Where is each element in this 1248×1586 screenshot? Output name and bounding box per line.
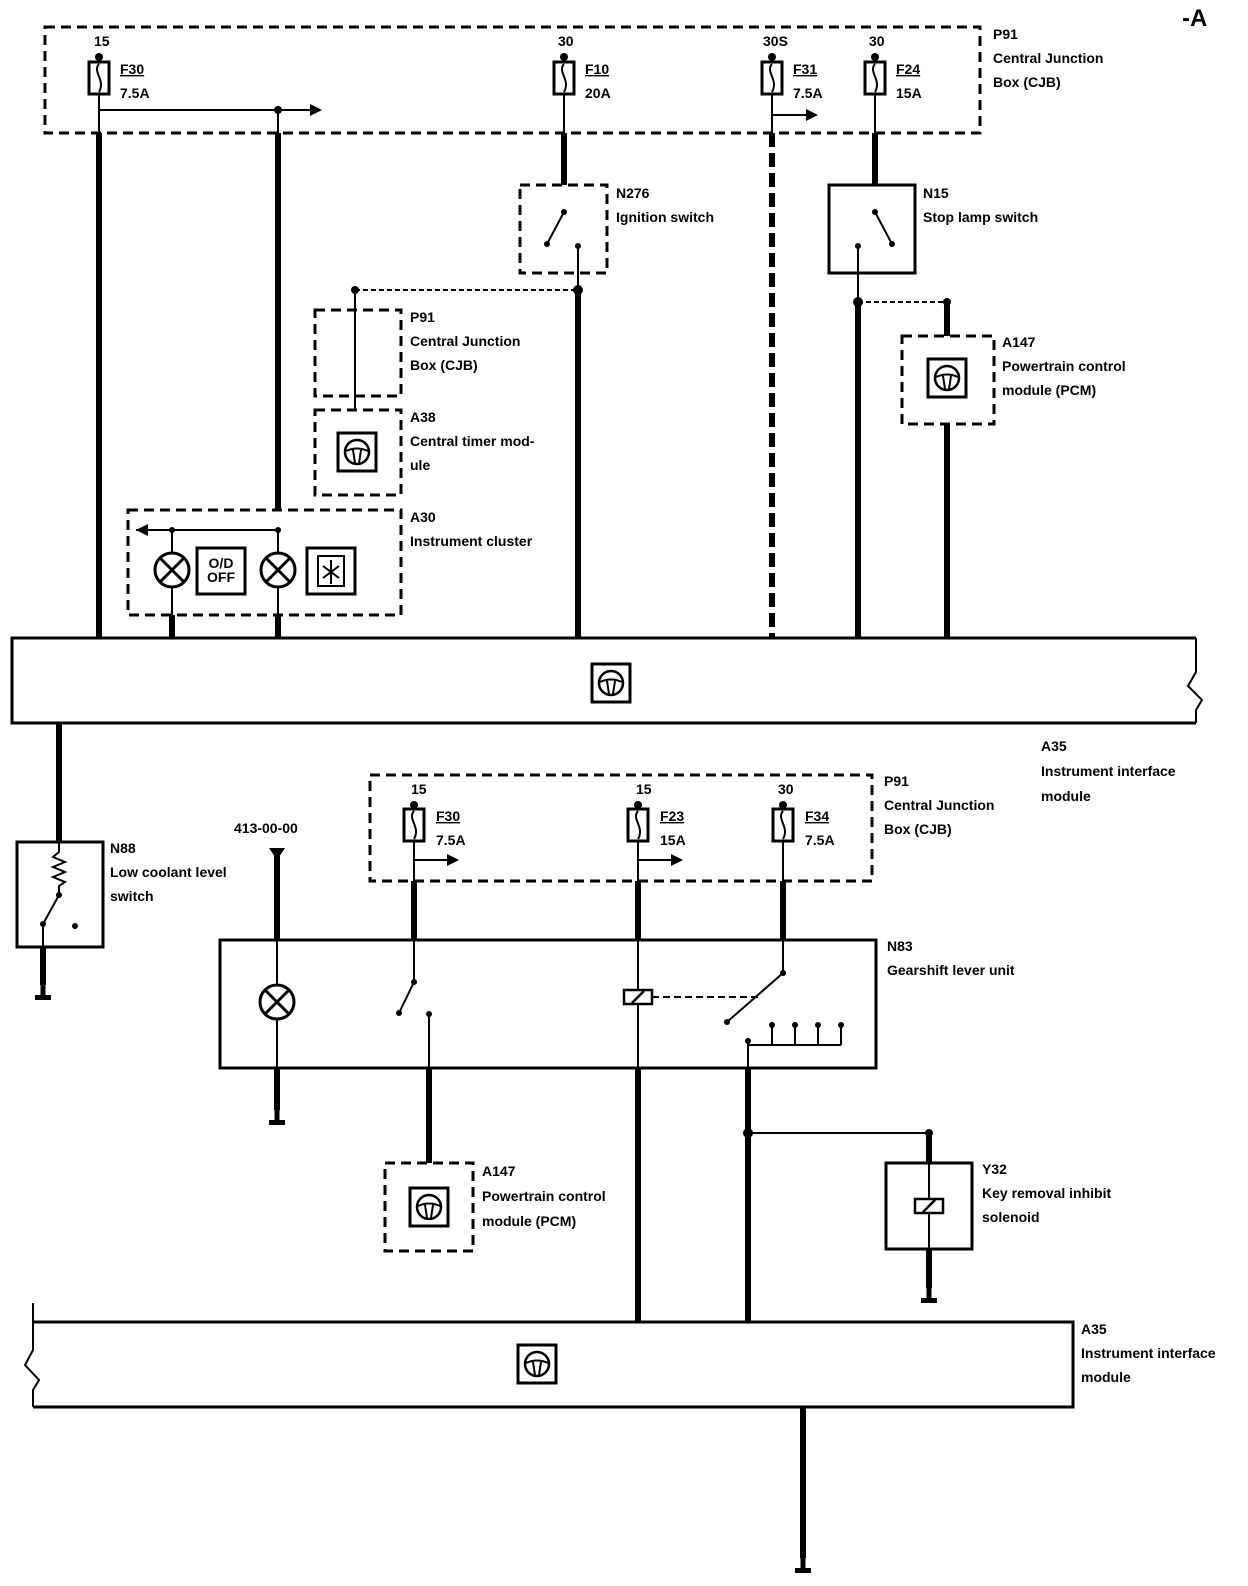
svg-text:Y32: Y32 xyxy=(982,1161,1007,1177)
cjb-bottom-box xyxy=(368,773,874,883)
svg-text:Low coolant level: Low coolant level xyxy=(110,864,227,880)
cjb-top-label: P91 Central Junction Box (CJB) xyxy=(993,26,1103,90)
page-marker: -A xyxy=(1182,5,1207,32)
svg-text:15A: 15A xyxy=(896,85,922,101)
svg-text:Central Junction: Central Junction xyxy=(993,50,1103,66)
svg-text:module (PCM): module (PCM) xyxy=(1002,382,1096,398)
svg-text:Central Junction: Central Junction xyxy=(410,333,520,349)
instrument-cluster: O/D OFF A30 Instrument cluster xyxy=(126,508,533,617)
svg-text:N276: N276 xyxy=(616,185,650,201)
svg-text:30: 30 xyxy=(558,33,574,49)
fuse-f34: 30 F34 7.5A xyxy=(771,781,835,881)
coolant-level-icon xyxy=(305,546,357,596)
ignition-switch: N276 Ignition switch xyxy=(518,183,714,290)
svg-text:7.5A: 7.5A xyxy=(805,832,835,848)
central-timer-module: A38 Central timer mod- ule xyxy=(313,408,535,497)
svg-text:A35: A35 xyxy=(1041,738,1067,754)
svg-text:30: 30 xyxy=(869,33,885,49)
fuse-f30-bottom: 15 F30 7.5A xyxy=(402,781,466,881)
od-off-indicator xyxy=(195,546,247,596)
svg-text:20A: 20A xyxy=(585,85,611,101)
svg-text:P91: P91 xyxy=(410,309,435,325)
gearshift-lever-unit: N83 Gearshift lever unit xyxy=(218,938,1015,1070)
svg-text:A35: A35 xyxy=(1081,1321,1107,1337)
svg-text:F24: F24 xyxy=(896,61,920,77)
svg-text:15A: 15A xyxy=(660,832,686,848)
cjb-bottom-label: P91 Central Junction Box (CJB) xyxy=(884,773,994,837)
svg-text:Box (CJB): Box (CJB) xyxy=(410,357,478,373)
ground-icon xyxy=(269,1108,285,1125)
svg-text:Powertrain control: Powertrain control xyxy=(482,1188,606,1204)
svg-text:Instrument interface: Instrument interface xyxy=(1041,763,1176,779)
fuse-f30-top: 15 F30 7.5A xyxy=(87,33,322,133)
svg-text:Instrument interface: Instrument interface xyxy=(1081,1345,1216,1361)
cjb-top-box xyxy=(43,25,982,135)
gear-indicator-lamp-icon xyxy=(258,983,296,1021)
svg-text:solenoid: solenoid xyxy=(982,1209,1040,1225)
svg-text:30: 30 xyxy=(778,781,794,797)
reference-arrow-icon xyxy=(269,848,285,860)
svg-text:7.5A: 7.5A xyxy=(120,85,150,101)
svg-text:F34: F34 xyxy=(805,808,829,824)
svg-text:Ignition switch: Ignition switch xyxy=(616,209,714,225)
svg-text:Gearshift lever unit: Gearshift lever unit xyxy=(887,962,1015,978)
svg-text:A38: A38 xyxy=(410,409,436,425)
svg-text:Instrument cluster: Instrument cluster xyxy=(410,533,533,549)
svg-text:30S: 30S xyxy=(763,33,788,49)
svg-text:Powertrain control: Powertrain control xyxy=(1002,358,1126,374)
svg-text:Box (CJB): Box (CJB) xyxy=(884,821,952,837)
svg-text:module: module xyxy=(1081,1369,1131,1385)
svg-text:N83: N83 xyxy=(887,938,913,954)
svg-text:A30: A30 xyxy=(410,509,436,525)
svg-text:Stop lamp switch: Stop lamp switch xyxy=(923,209,1038,225)
cjb-small-box: P91 Central Junction Box (CJB) xyxy=(313,290,520,410)
svg-text:P91: P91 xyxy=(993,26,1018,42)
low-coolant-level-switch: N88 Low coolant level switch xyxy=(15,840,227,949)
svg-text:OFF: OFF xyxy=(207,569,235,585)
fuse-f23: 15 F23 15A xyxy=(626,781,686,881)
svg-text:F10: F10 xyxy=(585,61,609,77)
svg-text:ule: ule xyxy=(410,457,430,473)
svg-text:switch: switch xyxy=(110,888,154,904)
svg-text:Box (CJB): Box (CJB) xyxy=(993,74,1061,90)
instrument-interface-module-bottom: A35 Instrument interface module xyxy=(23,1303,1216,1409)
svg-text:7.5A: 7.5A xyxy=(436,832,466,848)
svg-text:O/D: O/D xyxy=(209,555,234,571)
svg-text:15: 15 xyxy=(94,33,110,49)
svg-text:Key removal inhibit: Key removal inhibit xyxy=(982,1185,1111,1201)
svg-text:N88: N88 xyxy=(110,840,136,856)
svg-text:module (PCM): module (PCM) xyxy=(482,1213,576,1229)
svg-text:F31: F31 xyxy=(793,61,817,77)
svg-text:15: 15 xyxy=(636,781,652,797)
svg-text:F23: F23 xyxy=(660,808,684,824)
pcm-top: A147 Powertrain control module (PCM) xyxy=(900,334,1126,426)
fuse-f10: 30 F10 20A xyxy=(552,33,611,133)
svg-text:15: 15 xyxy=(411,781,427,797)
svg-text:A147: A147 xyxy=(1002,334,1036,350)
fuse-f31: 30S F31 7.5A xyxy=(760,33,823,133)
relay-coil-icon xyxy=(622,988,654,1006)
svg-text:F30: F30 xyxy=(120,61,144,77)
ground-icon xyxy=(35,983,51,1000)
svg-text:F30: F30 xyxy=(436,808,460,824)
svg-text:7.5A: 7.5A xyxy=(793,85,823,101)
svg-text:Central timer mod-: Central timer mod- xyxy=(410,433,535,449)
pcm-bottom: A147 Powertrain control module (PCM) xyxy=(383,1161,606,1253)
warning-lamp-icon xyxy=(153,551,191,589)
fuse-f24: 30 F24 15A xyxy=(863,33,922,133)
svg-text:Central Junction: Central Junction xyxy=(884,797,994,813)
key-removal-inhibit-solenoid: Y32 Key removal inhibit solenoid xyxy=(884,1161,1111,1251)
reference-label: 413-00-00 xyxy=(234,820,298,836)
stop-lamp-switch: N15 Stop lamp switch xyxy=(827,183,1038,302)
svg-text:N15: N15 xyxy=(923,185,949,201)
warning-lamp-icon xyxy=(259,551,297,589)
ground-icon xyxy=(795,1556,811,1573)
svg-text:P91: P91 xyxy=(884,773,909,789)
svg-text:module: module xyxy=(1041,788,1091,804)
instrument-interface-module-top: A35 Instrument interface module xyxy=(10,636,1204,804)
svg-text:A147: A147 xyxy=(482,1163,516,1179)
ground-icon xyxy=(921,1286,937,1303)
